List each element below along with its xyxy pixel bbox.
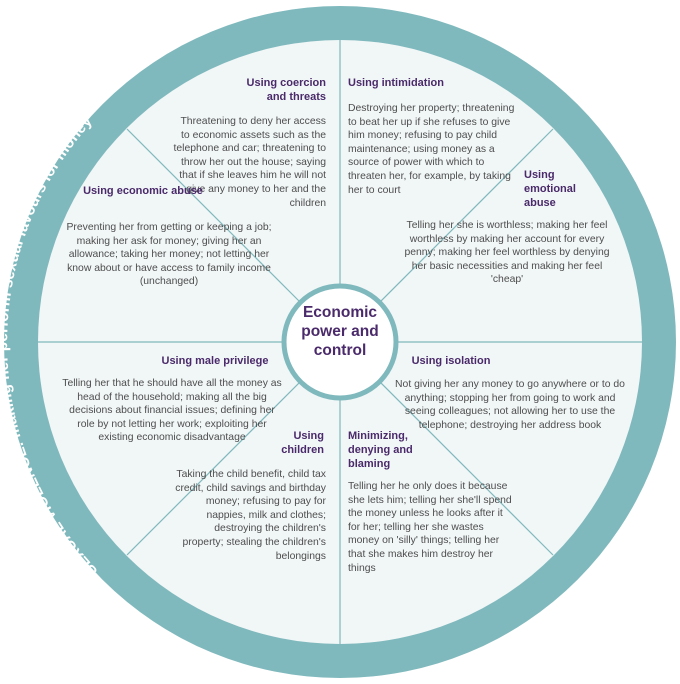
spoke-bottom-right <box>376 378 554 556</box>
segment-title-minimizing: Minimizing, denying and blaming <box>348 430 413 470</box>
segment-body-minimizing: Telling her he only does it because she … <box>348 481 512 574</box>
segment-title-male-privilege: Using male privilege <box>161 355 269 367</box>
spoke-top-right <box>376 128 554 306</box>
segment-body-economic-abuse: Preventing her from getting or keeping a… <box>66 222 272 288</box>
segment-body-emotional-abuse: Telling her she is worthless; making her… <box>404 220 610 286</box>
segment-title-isolation: Using isolation <box>411 355 491 367</box>
segment-body-intimidation: Destroying her property; threatening to … <box>348 103 515 196</box>
spoke-lines <box>38 40 642 644</box>
segment-body-male-privilege: Telling her that he should have all the … <box>62 378 282 444</box>
segment-title-coercion: Using coercion and threats <box>246 77 326 103</box>
center-title: Economic power and control <box>301 304 379 359</box>
segment-title-emotional-abuse: Using emotional abuse <box>524 169 576 209</box>
spoke-bottom-left <box>126 378 304 556</box>
segment-title-intimidation: Using intimidation <box>348 77 444 89</box>
segment-title-economic-abuse: Using economic abuse <box>83 185 203 197</box>
center-hub <box>281 283 399 401</box>
segment-body-isolation: Not giving her any money to go anywhere … <box>395 379 625 431</box>
segment-title-children: Using children <box>281 430 324 456</box>
segment-body-coercion: Threatening to deny her access to econom… <box>173 116 326 209</box>
spoke-top-left <box>126 128 304 306</box>
segment-body-children: Taking the child benefit, child tax cred… <box>175 469 326 562</box>
